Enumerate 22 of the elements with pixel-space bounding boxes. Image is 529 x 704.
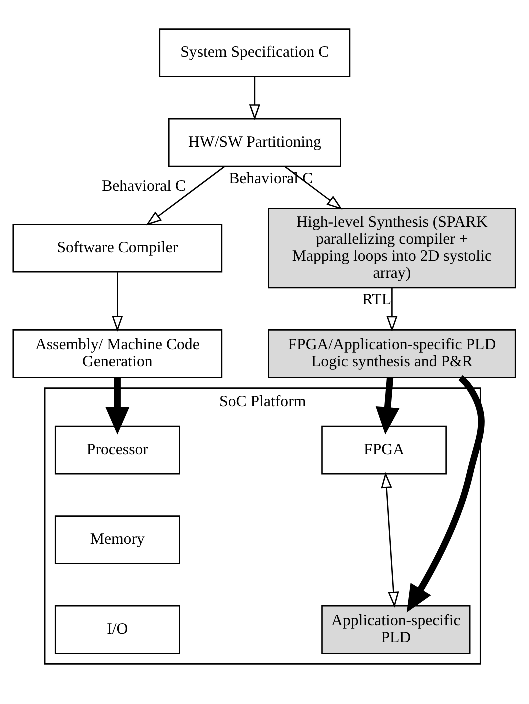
node-box: Memory: [54, 516, 180, 564]
node-box: Application-specific PLD: [322, 605, 471, 654]
arrow: [376, 378, 400, 435]
node-box: FPGA/Application-specific PLD Logic synthesis and P&R: [268, 330, 516, 378]
node-box: High-level Synthesis (SPARK parallelizing compiler + Mapping loops into 2D systolic array): [268, 208, 516, 289]
node-box: Processor: [54, 426, 180, 475]
arrow: [386, 288, 398, 332]
arrow: [146, 166, 226, 226]
edge-label: Behavioral C: [102, 178, 186, 196]
arrow: [406, 375, 485, 613]
node-box: I/O: [54, 605, 180, 654]
node-box: Assembly/ Machine Code Generation: [12, 330, 223, 378]
node-box: FPGA: [322, 426, 447, 475]
arrow: [284, 166, 343, 210]
node-box: Software Compiler: [12, 224, 223, 273]
node-box: HW/SW Partitioning: [168, 118, 342, 168]
arrow: [381, 472, 400, 608]
edge-label: RTL: [362, 292, 392, 309]
arrow: [106, 378, 130, 435]
arrow: [249, 77, 260, 120]
arrow: [112, 272, 124, 332]
node-box: System Specification C: [159, 28, 351, 78]
